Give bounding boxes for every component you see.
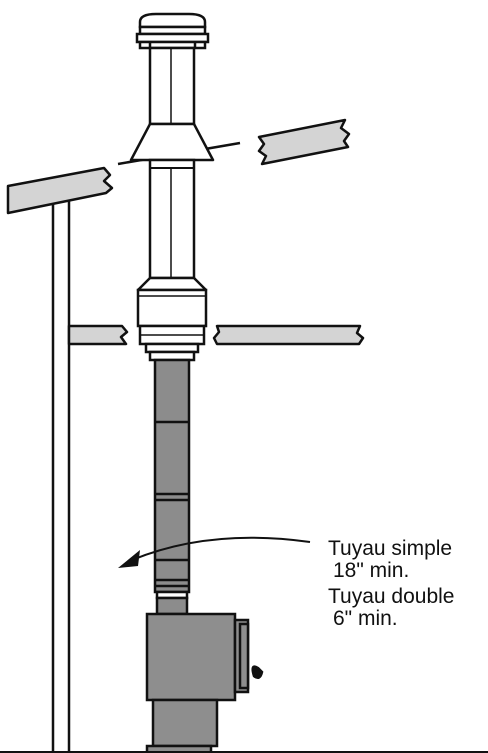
stove-pipe <box>153 358 191 616</box>
label-double-pipe: Tuyau double <box>328 585 455 608</box>
ceiling-board-left <box>67 324 129 346</box>
wall-post <box>51 198 71 753</box>
clearance-arrow-curve <box>131 536 311 561</box>
chimney-pipe-upper <box>148 46 196 126</box>
chimney-pipe-lower <box>148 158 196 280</box>
label-double-pipe-clearance: 6" min. <box>333 607 398 630</box>
label-single-pipe-clearance: 18" min. <box>333 559 410 582</box>
chimney-reducer <box>136 276 208 292</box>
label-single-pipe: Tuyau simple <box>328 537 453 560</box>
roof-board-left <box>6 166 114 215</box>
roof-flashing <box>129 122 215 162</box>
stove-handle-icon <box>251 665 264 680</box>
ceiling-board-right <box>212 324 365 346</box>
clearance-arrow-head-icon <box>118 550 140 568</box>
wood-stove <box>145 612 264 753</box>
roof-board-right <box>257 118 351 166</box>
chimney-cap <box>135 12 210 50</box>
